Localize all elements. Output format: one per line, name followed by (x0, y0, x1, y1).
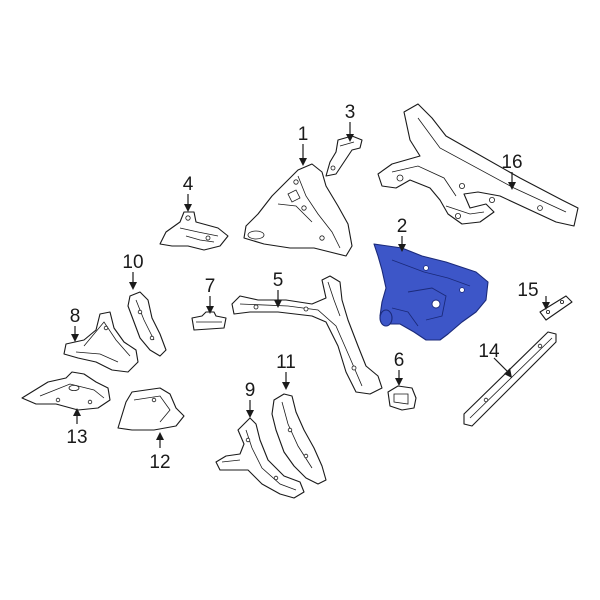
part-13-reinforcement[interactable] (21, 371, 111, 411)
part-7-clip[interactable] (191, 311, 227, 331)
callout-label-1: 1 (298, 124, 309, 145)
callout-7: 7 (205, 276, 216, 314)
part-2-headlamp-mounting-panel[interactable] (373, 243, 489, 341)
callout-11: 11 (276, 352, 296, 390)
callout-1: 1 (298, 124, 309, 166)
callout-16: 16 (501, 152, 523, 190)
callout-label-6: 6 (394, 350, 405, 371)
callout-13: 13 (66, 408, 88, 448)
part-3-bracket[interactable] (325, 135, 363, 177)
callout-8: 8 (70, 306, 81, 342)
callout-10: 10 (122, 252, 144, 290)
part-8-reinforcement[interactable] (63, 311, 139, 373)
callout-2: 2 (397, 216, 408, 252)
part-12-inner-panel[interactable] (117, 387, 185, 431)
part-1-wheelhouse-panel[interactable] (243, 163, 353, 257)
callout-15: 15 (517, 280, 550, 310)
callout-label-4: 4 (183, 174, 194, 195)
part-14-lower-tie-bar[interactable] (463, 331, 557, 427)
callout-label-2: 2 (397, 216, 408, 237)
callout-9: 9 (245, 380, 256, 418)
callout-label-16: 16 (501, 152, 522, 173)
part-15-strip-bracket[interactable] (539, 295, 573, 321)
callout-label-3: 3 (345, 102, 356, 123)
callout-label-8: 8 (70, 306, 81, 327)
part-10-bracket[interactable] (127, 291, 167, 357)
part-11-inner-panel[interactable] (271, 393, 327, 485)
callout-label-10: 10 (122, 252, 143, 273)
callout-label-14: 14 (478, 341, 500, 362)
callout-5: 5 (273, 270, 284, 308)
callout-14: 14 (478, 341, 512, 378)
callout-label-7: 7 (205, 276, 216, 297)
part-9-lower-rail[interactable] (215, 417, 305, 499)
callout-6: 6 (394, 350, 405, 386)
callout-label-5: 5 (273, 270, 284, 291)
callout-4: 4 (183, 174, 194, 212)
part-5-side-rail[interactable] (231, 275, 383, 395)
callout-label-9: 9 (245, 380, 256, 401)
callout-3: 3 (345, 102, 356, 142)
part-16-upper-tie-bar[interactable] (377, 103, 579, 227)
callout-label-13: 13 (66, 427, 87, 448)
callout-label-12: 12 (149, 452, 170, 473)
callout-12: 12 (149, 432, 171, 473)
part-6-cap[interactable] (387, 385, 417, 411)
callout-label-15: 15 (517, 280, 538, 301)
part-4-bracket[interactable] (159, 211, 229, 251)
callout-label-11: 11 (276, 352, 296, 373)
